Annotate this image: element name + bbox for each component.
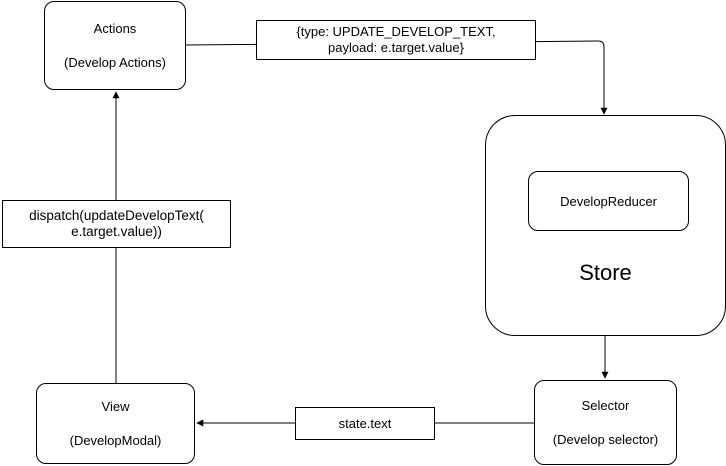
- selector-subtitle: (Develop selector): [552, 432, 659, 447]
- selector-node[interactable]: Selector (Develop selector): [534, 380, 677, 465]
- reducer-label: DevelopReducer: [560, 193, 657, 209]
- action-payload-label: {type: UPDATE_DEVELOP_TEXT, payload: e.t…: [256, 20, 536, 60]
- actions-subtitle: (Develop Actions): [64, 55, 166, 70]
- dispatch-line-2: e.target.value)): [71, 224, 162, 239]
- actions-node[interactable]: Actions (Develop Actions): [44, 1, 186, 90]
- selector-title: Selector: [581, 398, 630, 413]
- reducer-node[interactable]: DevelopReducer: [528, 171, 689, 231]
- state-text: state.text: [338, 415, 392, 431]
- view-subtitle: (DevelopModal): [69, 433, 162, 448]
- payload-line-2: payload: e.target.value}: [328, 40, 464, 55]
- store-node[interactable]: DevelopReducer Store: [485, 115, 726, 336]
- dispatch-line-1: dispatch(updateDevelopText(: [29, 208, 204, 223]
- view-node[interactable]: View (DevelopModal): [36, 383, 195, 464]
- state-text-label: state.text: [295, 407, 435, 440]
- actions-title: Actions: [93, 21, 137, 36]
- payload-line-1: {type: UPDATE_DEVELOP_TEXT,: [296, 24, 496, 39]
- store-title: Store: [579, 260, 632, 285]
- dispatch-label: dispatch(updateDevelopText( e.target.val…: [2, 200, 231, 248]
- view-title: View: [101, 399, 130, 414]
- edge-actions-to-store: [185, 40, 608, 115]
